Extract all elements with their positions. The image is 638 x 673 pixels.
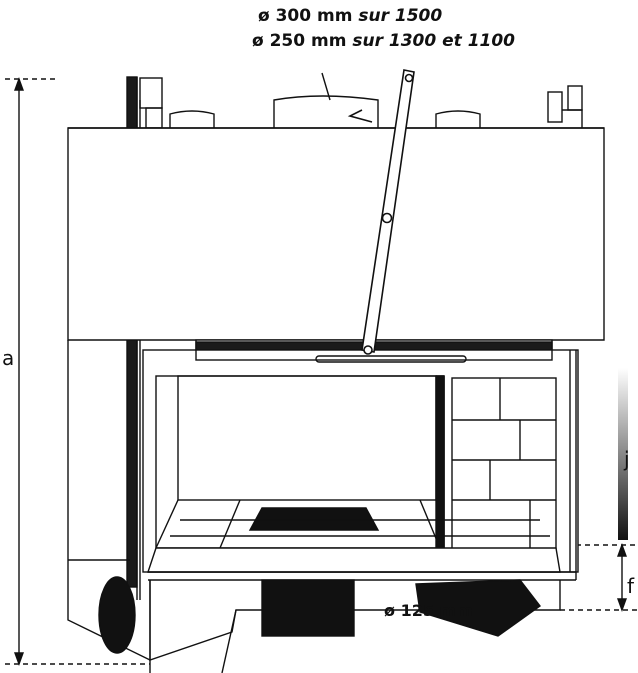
firebox <box>142 339 579 581</box>
dimension-f-label: f <box>627 574 635 598</box>
flue-diameter-value-2: ø 250 mm <box>252 31 347 51</box>
dimension-a-label: a <box>2 346 15 370</box>
air-duct-diameter-label: ø 125 mm <box>384 601 473 620</box>
flue-model-note-2: sur 1300 et 1100 <box>352 31 516 51</box>
dimension-j-gradient <box>618 368 628 540</box>
flue-diameter-1300-1100: ø 250 mm sur 1300 et 1100 <box>252 31 515 51</box>
flue-diameter-value-1: ø 300 mm <box>258 6 353 26</box>
flue-model-note-1: sur 1500 <box>358 6 443 26</box>
dimension-f-line <box>560 542 638 613</box>
damper-lever <box>347 69 415 355</box>
flue-diameter-1500: ø 300 mm sur 1500 <box>258 6 442 26</box>
dimension-a-line <box>5 76 150 667</box>
base <box>149 579 561 673</box>
dimension-j-label: j <box>624 447 630 471</box>
hood <box>67 127 605 341</box>
flue-collars <box>169 72 481 128</box>
top-brackets <box>139 77 583 129</box>
